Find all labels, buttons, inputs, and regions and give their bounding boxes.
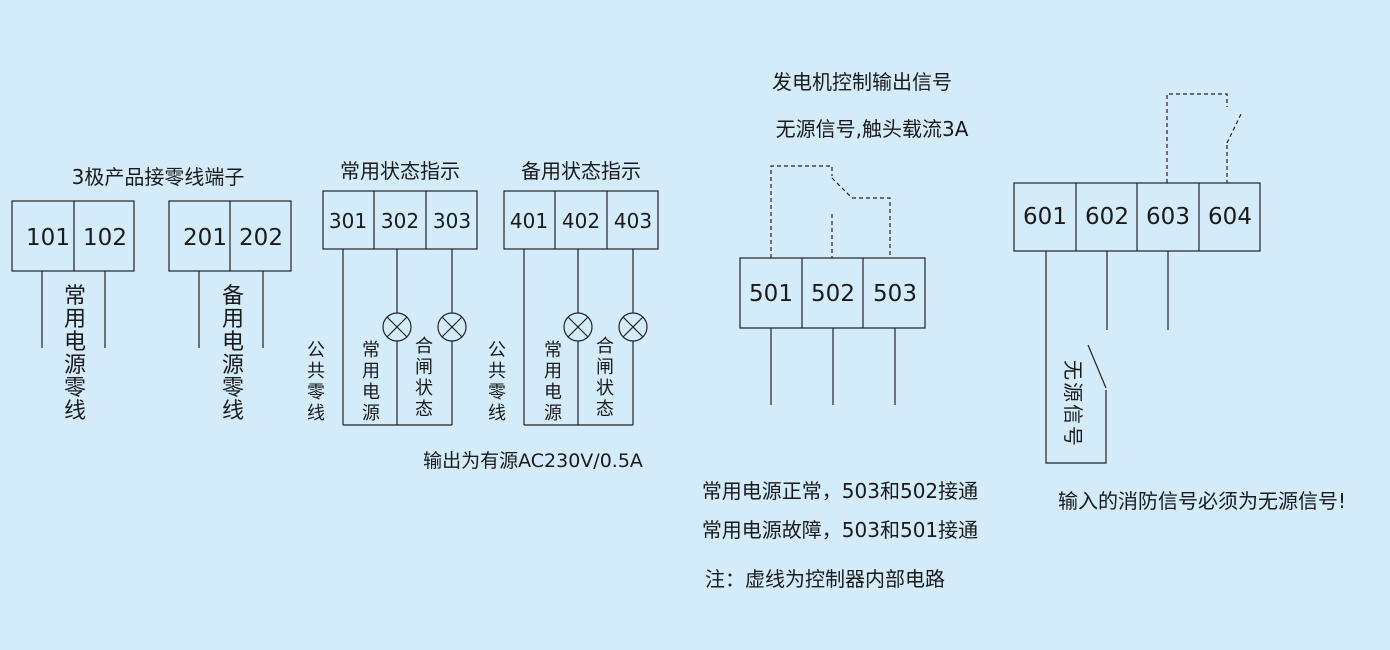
label-normal-power: 常用电源: [362, 340, 380, 424]
terminal-602: 602: [1085, 204, 1129, 230]
terminal-402: 402: [562, 209, 600, 233]
terminal-603: 603: [1146, 204, 1190, 230]
indicator-output-note: 输出为有源AC230V/0.5A: [423, 450, 643, 472]
label-normal-power-2: 常用电源: [544, 340, 562, 424]
label-closed-status: 合闸状态: [415, 336, 433, 420]
terminal-102: 102: [83, 225, 127, 251]
fire-signal-note: 输入的消防信号必须为无源信号!: [1058, 489, 1346, 513]
terminal-101: 101: [26, 225, 70, 251]
terminal-block-40x: [503, 190, 659, 250]
label-passive-signal: 无源信号: [1061, 360, 1085, 446]
label-common-neutral-2: 公共零线: [488, 340, 506, 424]
terminal-601: 601: [1023, 204, 1067, 230]
terminal-502: 502: [811, 281, 855, 307]
fire-signal-loop: [1045, 251, 1107, 464]
terminal-403: 403: [614, 209, 652, 233]
dashed-line-note: 注：虚线为控制器内部电路: [705, 567, 945, 591]
label-normal-neutral: 常用电源零线: [64, 284, 86, 424]
label-closed-status-2: 合闸状态: [596, 336, 614, 420]
terminal-401: 401: [510, 209, 548, 233]
normal-fault-note: 常用电源故障，503和501接通: [702, 518, 978, 542]
normal-status-title: 常用状态指示: [340, 159, 460, 183]
backup-status-title: 备用状态指示: [521, 159, 641, 183]
generator-subtitle: 无源信号,触头载流3A: [776, 117, 969, 141]
terminal-503: 503: [873, 281, 917, 307]
internal-circuit: [1166, 93, 1228, 183]
terminal-302: 302: [381, 209, 419, 233]
terminal-202: 202: [239, 225, 283, 251]
terminal-block-10x: [11, 200, 135, 272]
lamp-icon: [563, 312, 593, 342]
lamp-icon: [618, 312, 648, 342]
label-common-neutral: 公共零线: [307, 340, 325, 424]
lamp-icon: [437, 312, 467, 342]
switch-contact-icon: [1087, 344, 1107, 389]
generator-title: 发电机控制输出信号: [772, 70, 952, 94]
neutral-group-title: 3极产品接零线端子: [72, 165, 245, 189]
terminal-block-30x: [322, 190, 478, 250]
internal-circuit: [770, 165, 833, 258]
terminal-303: 303: [433, 209, 471, 233]
terminal-301: 301: [329, 209, 367, 233]
label-backup-neutral: 备用电源零线: [222, 284, 244, 424]
terminal-501: 501: [749, 281, 793, 307]
terminal-201: 201: [183, 225, 227, 251]
lamp-icon: [382, 312, 412, 342]
terminal-604: 604: [1208, 204, 1252, 230]
normal-ok-note: 常用电源正常，503和502接通: [702, 479, 978, 503]
